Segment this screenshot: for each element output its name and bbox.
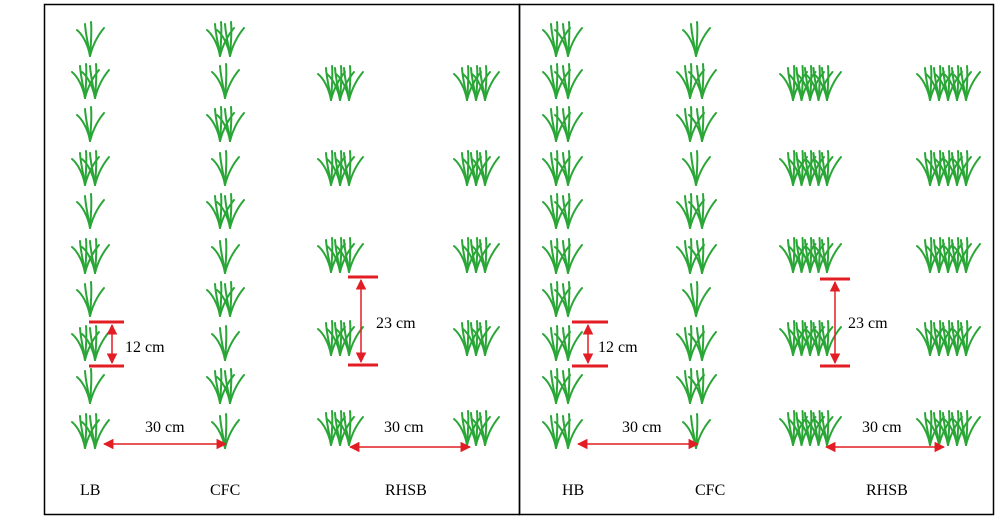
hill-rhsb-right-a	[779, 410, 842, 446]
hill-rhsb-left-a	[317, 237, 364, 273]
hill-rhsb-right-b	[916, 237, 981, 273]
seedling-lb	[76, 21, 105, 57]
left-col3-label: RHSB	[385, 482, 427, 499]
seedling-hb	[542, 413, 583, 449]
left-col2-label: CFC	[210, 482, 240, 499]
hill-rhsb-left-b	[453, 65, 500, 101]
seedling-lb	[71, 238, 110, 274]
left-row-spacing-label: 12 cm	[125, 339, 165, 356]
hill-rhsb-right-a	[779, 320, 842, 356]
seedling-hb	[542, 238, 583, 274]
hill-rhsb-right-a	[779, 150, 842, 186]
seedling-lb	[76, 281, 105, 317]
seedling-cfc-right	[676, 238, 717, 274]
measurement-layer	[89, 275, 946, 453]
left-panel-frame	[43, 3, 521, 516]
seedling-hb	[542, 106, 583, 142]
seedling-cfc-left	[206, 368, 245, 404]
seedling-hb	[542, 368, 583, 404]
hill-rhsb-left-b	[453, 237, 500, 273]
seedling-cfc-right	[676, 325, 717, 361]
seedling-hb	[542, 150, 583, 186]
right-col1-label: HB	[562, 482, 584, 499]
seedling-cfc-left	[206, 21, 245, 57]
seedling-hb	[542, 21, 583, 57]
right-col-spacing-label-1: 30 cm	[622, 419, 662, 436]
hill-rhsb-left-a	[317, 150, 364, 186]
seedling-lb	[71, 413, 110, 449]
left-col-spacing-label-2: 30 cm	[384, 419, 424, 436]
hill-rhsb-right-b	[916, 320, 981, 356]
seedling-lb	[76, 106, 105, 142]
seedling-lb	[76, 193, 105, 229]
hill-rhsb-left-b	[453, 320, 500, 356]
plants-layer	[71, 21, 981, 449]
seedling-cfc-right	[676, 193, 717, 229]
left-col1-label: LB	[80, 482, 100, 499]
right-col2-label: CFC	[695, 482, 725, 499]
seedling-hb	[542, 325, 583, 361]
seedling-cfc-right	[682, 281, 711, 317]
seedling-lb	[71, 63, 110, 99]
seedling-hb	[542, 193, 583, 229]
seedling-cfc-left	[211, 63, 240, 99]
seedling-cfc-left	[206, 281, 245, 317]
seedling-hb	[542, 63, 583, 99]
seedling-cfc-right	[682, 21, 711, 57]
hill-rhsb-right-b	[916, 65, 981, 101]
hill-rhsb-left-b	[453, 150, 500, 186]
seedling-cfc-left	[211, 150, 240, 186]
hill-rhsb-right-b	[916, 150, 981, 186]
seedling-cfc-right	[676, 106, 717, 142]
seedling-lb	[76, 368, 105, 404]
seedling-lb	[71, 150, 110, 186]
hill-rhsb-left-a	[317, 410, 364, 446]
right-row-spacing-label: 12 cm	[598, 339, 638, 356]
hill-rhsb-left-a	[317, 320, 364, 356]
right-panel-frame	[518, 3, 995, 516]
seedling-cfc-right	[682, 150, 711, 186]
seedling-cfc-left	[211, 413, 240, 449]
seedling-cfc-left	[211, 325, 240, 361]
seedling-cfc-right	[676, 63, 717, 99]
hill-rhsb-right-b	[916, 410, 981, 446]
hill-rhsb-left-a	[317, 65, 364, 101]
seedling-cfc-left	[206, 193, 245, 229]
seedling-cfc-right	[676, 368, 717, 404]
seedling-hb	[542, 281, 583, 317]
left-col-spacing-label-1: 30 cm	[145, 419, 185, 436]
seedling-cfc-left	[206, 106, 245, 142]
hill-rhsb-right-a	[779, 237, 842, 273]
seedling-cfc-left	[211, 238, 240, 274]
right-hill-spacing-label: 23 cm	[848, 315, 888, 332]
right-col-spacing-label-2: 30 cm	[862, 419, 902, 436]
seedling-lb	[71, 325, 110, 361]
right-col3-label: RHSB	[866, 482, 908, 499]
hill-rhsb-right-a	[779, 65, 842, 101]
left-hill-spacing-label: 23 cm	[376, 315, 416, 332]
hill-rhsb-left-b	[453, 410, 500, 446]
seedling-cfc-right	[682, 413, 711, 449]
